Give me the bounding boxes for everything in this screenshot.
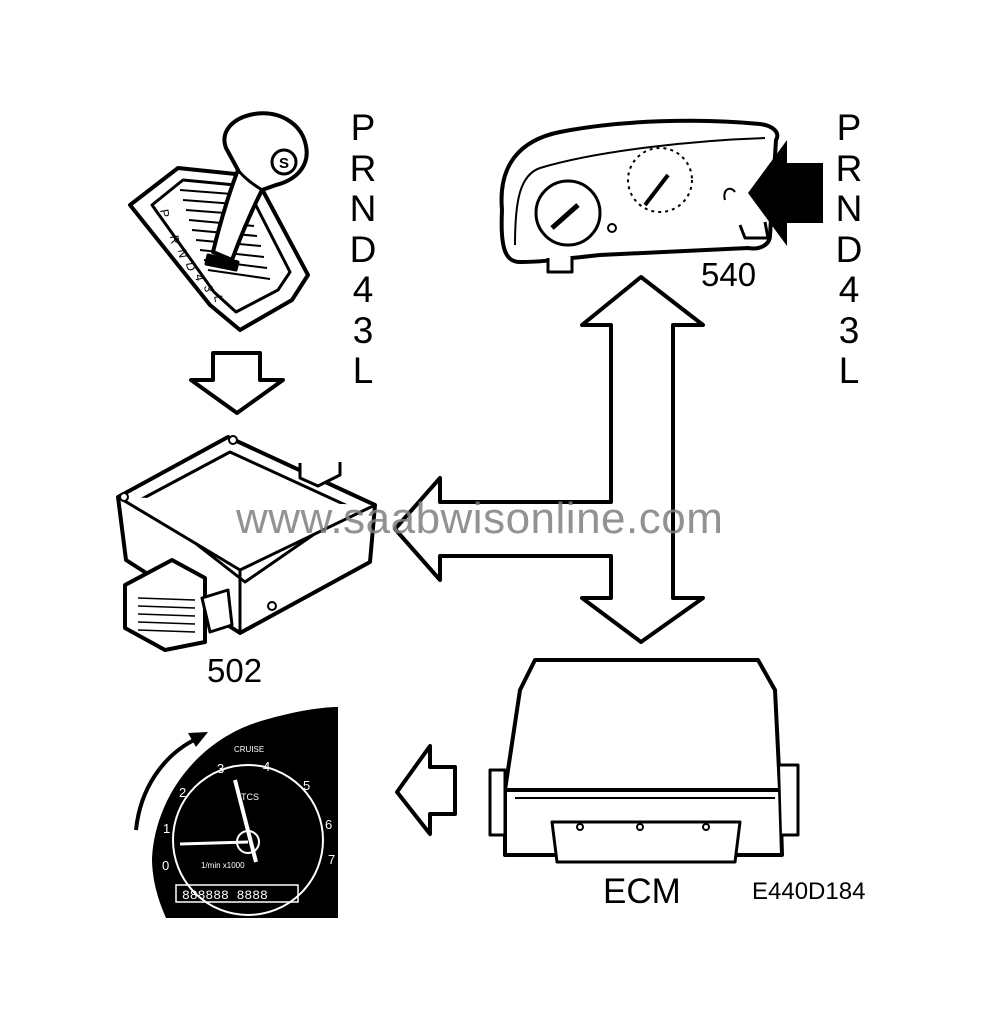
ecm-illustration: [488, 658, 800, 864]
gear-letter-d: D: [835, 228, 863, 270]
tcm-module-illustration: [116, 435, 377, 652]
gear-letter-4: 4: [838, 269, 860, 310]
gear-letter-3: 3: [352, 309, 374, 351]
gate-letter-p: P: [157, 208, 172, 218]
figure-code: E440D184: [752, 878, 866, 905]
tach-scale-1: 1: [163, 821, 170, 836]
arrow-ecm-to-tachometer: [395, 744, 457, 836]
gate-letter-r: R: [167, 234, 182, 245]
shift-knob-badge: S: [279, 155, 289, 172]
tach-scale-6: 6: [325, 817, 332, 832]
gear-letter-l: L: [352, 350, 374, 391]
gear-letter-n: N: [349, 188, 377, 229]
gear-letter-p: P: [836, 107, 862, 148]
tach-scale-4: 4: [263, 759, 270, 774]
gear-positions-right: P R N D 4 3 L: [829, 107, 869, 392]
pointer-arrow-to-cluster: [748, 140, 823, 246]
gear-selector-illustration: [128, 111, 310, 332]
gear-letter-r: R: [835, 147, 863, 189]
cluster-label: 540: [701, 256, 757, 293]
arrow-cluster-ecm-tcm: [393, 275, 705, 644]
gear-letter-4: 4: [352, 269, 374, 310]
gear-letter-p: P: [350, 107, 376, 148]
tach-scale-7: 7: [328, 852, 335, 867]
gear-positions-left: P R N D 4 3 L: [343, 107, 383, 392]
gear-letter-d: D: [349, 228, 377, 270]
tach-scale-2: 2: [179, 785, 186, 800]
gear-letter-3: 3: [838, 309, 860, 351]
tach-scale-0: 0: [162, 858, 169, 873]
gear-letter-n: N: [835, 188, 863, 229]
instrument-cluster-illustration: [499, 118, 780, 274]
tachometer-illustration: [134, 707, 338, 918]
tach-odometer-text: 888888 8888: [182, 888, 268, 903]
gate-letter-4: 4: [192, 273, 207, 282]
gear-letter-r: R: [349, 147, 377, 189]
tach-tcs-text: TCS: [241, 792, 259, 802]
gear-letter-l: L: [838, 350, 860, 391]
arrow-selector-to-tcm: [189, 351, 285, 415]
tach-cruise-text: CRUISE: [234, 745, 264, 754]
watermark-text: www.saabwisonline.com: [236, 494, 724, 543]
gate-letter-n: N: [175, 248, 190, 259]
ecm-label: ECM: [603, 872, 681, 911]
gate-letters: P R N D 4 3 L: [157, 208, 226, 303]
gate-letter-3: 3: [201, 284, 216, 293]
gate-letter-l: L: [211, 294, 226, 303]
tach-unit-text: 1/min x1000: [201, 861, 245, 870]
tach-scale-5: 5: [303, 778, 310, 793]
gate-letter-d: D: [183, 261, 198, 272]
tachometer-scale: 0 1 2 3 4 5 6 7: [162, 759, 335, 873]
tach-scale-3: 3: [217, 761, 224, 776]
tcm-label: 502: [207, 652, 263, 689]
